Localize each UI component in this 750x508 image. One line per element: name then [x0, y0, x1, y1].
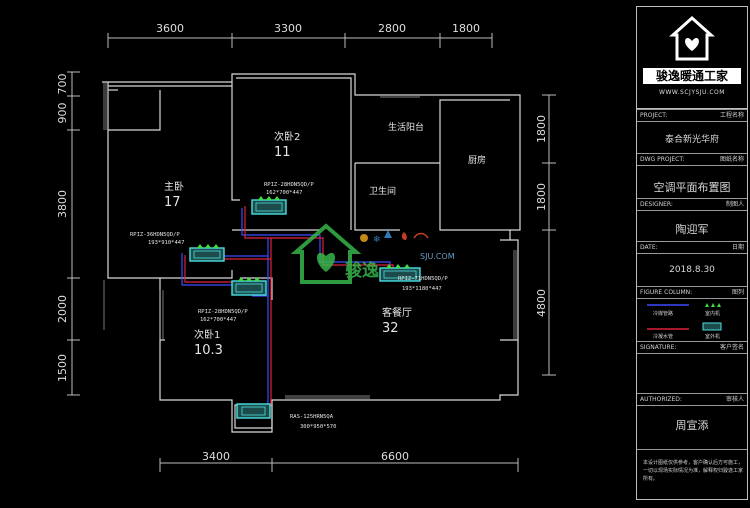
designer-cn: 制图人 — [725, 201, 744, 208]
room-second2-area: 11 — [274, 145, 291, 160]
wifi-icon — [413, 232, 429, 239]
dimension-lines — [67, 33, 556, 472]
auth-label: AUTHORIZED: — [640, 396, 682, 403]
dwg-cn: 图纸名称 — [719, 156, 744, 163]
dim-left-3: 3800 — [56, 190, 69, 218]
unit-label-3-size: 162*700*447 — [200, 317, 236, 323]
dim-left-4: 2000 — [56, 295, 69, 323]
figure-label: FIGURE COLUMN: — [640, 289, 693, 296]
dwg-header: DWG PROJECT: 图纸名称 — [637, 153, 747, 166]
legend-drain-text: 冷凝水管 — [653, 334, 674, 340]
floor-plan: 3600 3300 2800 1800 3400 6600 700 900 38… — [56, 22, 556, 472]
room-living-area: 32 — [382, 321, 399, 336]
indoor-unit-second2 — [251, 196, 287, 215]
unit-label-2-size: 193*910*447 — [148, 240, 184, 246]
snowflake-icon: ❄ — [373, 235, 381, 245]
logo-name: 骏逸暖通工家 — [643, 68, 741, 84]
dim-top-3: 2800 — [378, 22, 406, 35]
unit-labels: RPIZ-28HDN5QD/P 162*700*447 RPIZ-36HDN5Q… — [130, 182, 448, 430]
dim-right-1: 1800 — [535, 115, 548, 143]
room-master-name: 主卧 — [164, 180, 184, 193]
project-value: 泰合新光华府 — [664, 135, 719, 145]
figure-cn: 图列 — [731, 289, 744, 296]
unit-label-3-model: RPIZ-28HDN5QD/P — [198, 309, 248, 315]
project-cn: 工程名称 — [719, 112, 744, 119]
authorized-header: AUTHORIZED: 审核人 — [637, 393, 747, 406]
indoor-unit-second1 — [231, 277, 267, 296]
designer-value: 陶迎军 — [675, 223, 709, 236]
sign-label: SIGNATURE: — [640, 344, 677, 351]
dim-top-1: 3600 — [156, 22, 184, 35]
window-marks — [103, 82, 517, 399]
room-master-area: 17 — [164, 195, 181, 210]
title-block: 骏逸暖通工家 WWW.SCJYSJU.COM PROJECT: 工程名称 泰合新… — [636, 6, 748, 500]
legend-pipe-text: 冷媒管路 — [653, 311, 674, 317]
legend-outdoor-text: 室外机 — [705, 334, 721, 340]
auth-value: 周宣添 — [675, 419, 709, 432]
dim-left-1: 700 — [56, 74, 69, 95]
dim-top-4: 1800 — [452, 22, 480, 35]
signature-header: SIGNATURE: 客户签名 — [637, 341, 747, 354]
unit-label-1-size: 162*700*447 — [266, 190, 302, 196]
outdoor-label-model: RAS-125HRN5QA — [290, 414, 334, 420]
dim-bottom-1: 3400 — [202, 450, 230, 463]
watermark: ❄ 骏逸 SJU.COM — [290, 223, 455, 284]
refrigerant-pipes — [181, 206, 394, 405]
project-header: PROJECT: 工程名称 — [637, 109, 747, 122]
dwg-label: DWG PROJECT: — [640, 156, 685, 163]
figure-header: FIGURE COLUMN: 图列 — [637, 286, 747, 299]
logo: 骏逸暖通工家 WWW.SCJYSJU.COM — [637, 7, 747, 109]
watermark-brand: 骏逸 — [345, 260, 379, 281]
sign-cn: 客户签名 — [719, 344, 744, 351]
room-balcony-name: 生活阳台 — [388, 121, 424, 133]
legend-outdoor-icon — [702, 322, 722, 331]
dwg-value: 空调平面布置图 — [653, 181, 731, 194]
legend-unit-text: 室内机 — [705, 311, 721, 317]
indoor-unit-living — [379, 264, 421, 282]
date-label: DATE: — [640, 244, 658, 251]
legend-symbols — [647, 303, 722, 331]
flame-icon — [401, 232, 407, 240]
drop-icon — [384, 230, 392, 238]
room-second1-area: 10.3 — [194, 343, 223, 358]
legend-unit-icon — [705, 303, 721, 307]
room-bath-name: 卫生间 — [369, 185, 396, 197]
designer-header: DESIGNER: 制图人 — [637, 198, 747, 211]
project-label: PROJECT: — [640, 112, 668, 119]
date-value: 2018.8.30 — [669, 265, 715, 275]
unit-label-2-model: RPIZ-36HDN5QD/P — [130, 232, 180, 238]
design-note: 本设计图纸仅供参考，客户确认后方可施工，一切以现场实际情况为准，解释权归骏逸工家… — [643, 460, 744, 482]
outdoor-unit — [236, 403, 271, 419]
room-kitchen-name: 厨房 — [468, 154, 486, 166]
room-labels: 主卧 17 次卧2 11 次卧1 10.3 客餐厅 32 生活阳台 卫生间 厨房 — [164, 121, 486, 358]
watermark-url: SJU.COM — [420, 252, 455, 261]
date-cn: 日期 — [731, 244, 744, 251]
auth-cn: 审核人 — [725, 396, 744, 403]
legend: 冷媒管路 室内机 冷凝水管 室外机 — [637, 299, 747, 340]
dim-right-2: 1800 — [535, 183, 548, 211]
room-second2-name: 次卧2 — [274, 130, 300, 143]
note-divider — [637, 449, 747, 450]
indoor-unit-master — [189, 244, 225, 262]
sun-icon — [360, 234, 368, 242]
dim-left-2: 900 — [56, 103, 69, 124]
dim-top-2: 3300 — [274, 22, 302, 35]
date-header: DATE: 日期 — [637, 241, 747, 254]
dim-left-5: 1500 — [56, 354, 69, 382]
unit-label-1-model: RPIZ-28HDN5QD/P — [264, 182, 314, 188]
unit-label-4-size: 193*1180*447 — [402, 286, 442, 292]
dim-right-3: 4800 — [535, 289, 548, 317]
unit-label-4-model: RPIZ-71HDN5QD/P — [398, 276, 448, 282]
designer-label: DESIGNER: — [640, 201, 673, 208]
room-living-name: 客餐厅 — [382, 306, 412, 319]
house-logo-icon — [669, 15, 715, 61]
logo-url: WWW.SCJYSJU.COM — [659, 89, 725, 96]
dim-bottom-2: 6600 — [381, 450, 409, 463]
walls — [102, 73, 521, 433]
outdoor-label-size: 300*950*570 — [300, 424, 336, 430]
room-second1-name: 次卧1 — [194, 328, 220, 341]
